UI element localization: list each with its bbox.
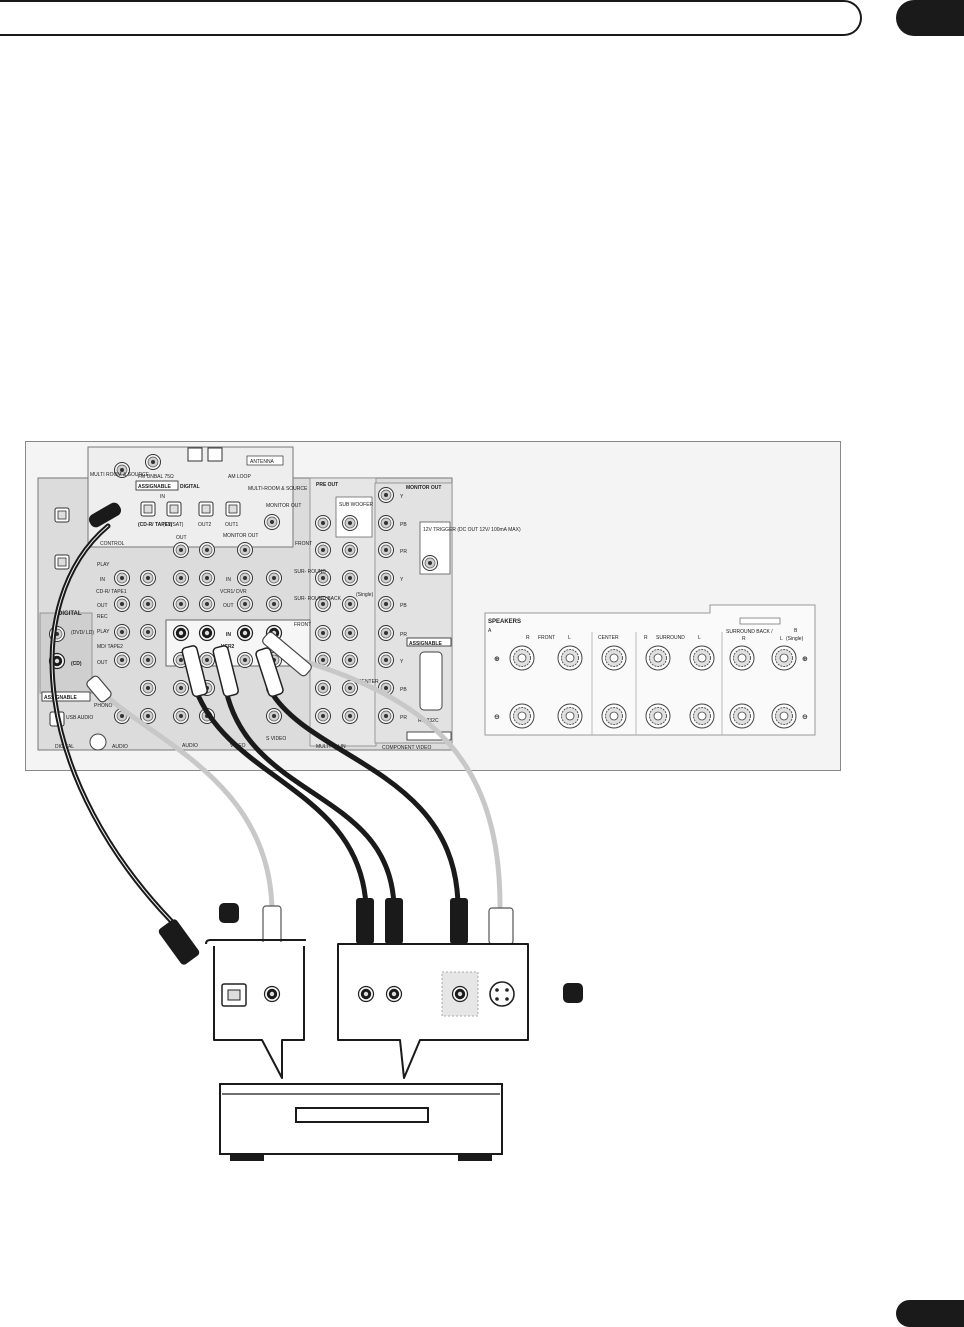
label-vcr2-in: IN [226,632,231,638]
label-pb-3: PB [400,687,407,693]
label-surround: SUR- ROUND [294,569,326,575]
device-callout-digital [205,939,308,1079]
page-number-tab [896,1300,964,1327]
label-speakers-b: B [794,628,798,634]
label-spk-single: (Single) [786,636,804,642]
receiver-plugs [86,502,312,703]
label-subwoofer: SUB WOOFER [339,502,374,508]
label-out-md: OUT [97,660,108,666]
label-speakers: SPEAKERS [488,619,521,625]
device-callout-analog-video [337,943,529,1079]
label-in-cdr: IN [100,577,105,583]
label-pr-2: PR [400,632,407,638]
label-tv-sat: (TV/SAT) [163,522,184,528]
label-plus-left: ⊕ [494,656,500,663]
label-speakers-a: A [488,628,492,634]
label-single: (Single) [356,592,374,598]
component-jacks [378,487,394,724]
label-out-lr: OUT [176,535,187,541]
label-y-3: Y [400,659,404,665]
label-out2: OUT2 [198,522,212,528]
label-pb-2: PB [400,603,407,609]
label-minus-right: ⊖ [802,714,808,721]
label-digital-left: DIGITAL [58,611,82,617]
label-pb-1: PB [400,522,407,528]
label-spk-front-r: R [526,635,530,641]
label-digital: DIGITAL [180,484,200,490]
label-surround-back: SUR- ROUND BACK [294,596,342,602]
label-fm-unbal: FM UNBAL 75Ω [138,474,174,480]
speaker-terminals [484,604,816,736]
label-spk-surround-l: L [698,635,701,641]
label-s-video: S VIDEO [266,736,286,742]
label-control: CONTROL [100,541,125,547]
label-video-out: OUT [223,603,234,609]
label-spk-front-l: L [568,635,571,641]
label-component-video: COMPONENT VIDEO [382,745,431,751]
chapter-tab [896,0,964,36]
label-assignable-digital: ASSIGNABLE [138,484,171,490]
label-play-md: PLAY [97,629,110,635]
label-cd-r-tape1: (CD-R/ TAPE1) [138,522,173,528]
label-spk-surround-r: R [644,635,648,641]
label-multi-ch-in: MULTI CH IN [316,744,346,750]
label-monitor-out-comp: MONITOR OUT [406,485,441,491]
label-play: PLAY [97,562,110,568]
label-monitor-out: MONITOR OUT [223,533,258,539]
label-spk-surround-back: SURROUND BACK / [726,629,773,635]
label-spk-front: FRONT [538,635,555,641]
label-video-in: IN [226,577,231,583]
header-bar [0,0,862,36]
label-y-2: Y [400,577,404,583]
label-out1: OUT1 [225,522,239,528]
label-am-loop: AM LOOP [228,474,251,480]
label-center: CENTER [358,679,379,685]
label-monitor-out-zone: MONITOR OUT [266,503,301,509]
label-minus-left: ⊖ [494,714,500,721]
label-cdr-tape1: CD-R/ TAPE1 [96,589,127,595]
label-12v-trigger: 12V TRIGGER (DC OUT 12V/ 100mA MAX) [423,527,521,533]
label-spk-center: CENTER [598,635,619,641]
step-marker-1 [219,903,239,923]
label-pr-1: PR [400,549,407,555]
label-phono: PHONO [94,703,112,709]
label-out-cdr: OUT [97,603,108,609]
label-dvd-ld: (DVD/ LD) [71,630,94,636]
label-y-1: Y [400,494,404,500]
label-rec: REC [97,614,108,620]
label-digital-in: IN [160,494,165,500]
label-md-tape2: MD/ TAPE2 [97,644,123,650]
label-front: FRONT [295,541,312,547]
label-audio-left-bottom: AUDIO [112,744,128,750]
label-cd: (CD) [71,661,82,667]
label-antenna: ANTENNA [250,459,275,465]
label-multi-room: MULTI ROOM & SOURCE [90,472,150,478]
device-plugs [158,898,514,965]
label-spk-sb-r: R [742,636,746,642]
cables [49,523,503,933]
label-spk-surround: SURROUND [656,635,685,641]
label-pre-out: PRE OUT [316,482,338,488]
label-pr-3: PR [400,715,407,721]
label-audio-bottom: AUDIO [182,743,198,749]
label-assignable-coax: ASSIGNABLE [44,695,77,701]
label-usb-audio: USB AUDIO [66,715,93,721]
label-spk-sb-l: L [780,636,783,642]
source-device [219,1083,503,1161]
label-vcr1-dvr: VCR1/ DVR [220,589,247,595]
label-assignable-comp: ASSIGNABLE [409,641,442,647]
label-front-2: FRONT [294,622,311,628]
label-plus-right: ⊕ [802,656,808,663]
step-marker-2 [563,983,583,1003]
label-multiroom-source: MULTI-ROOM & SOURCE [248,486,308,492]
